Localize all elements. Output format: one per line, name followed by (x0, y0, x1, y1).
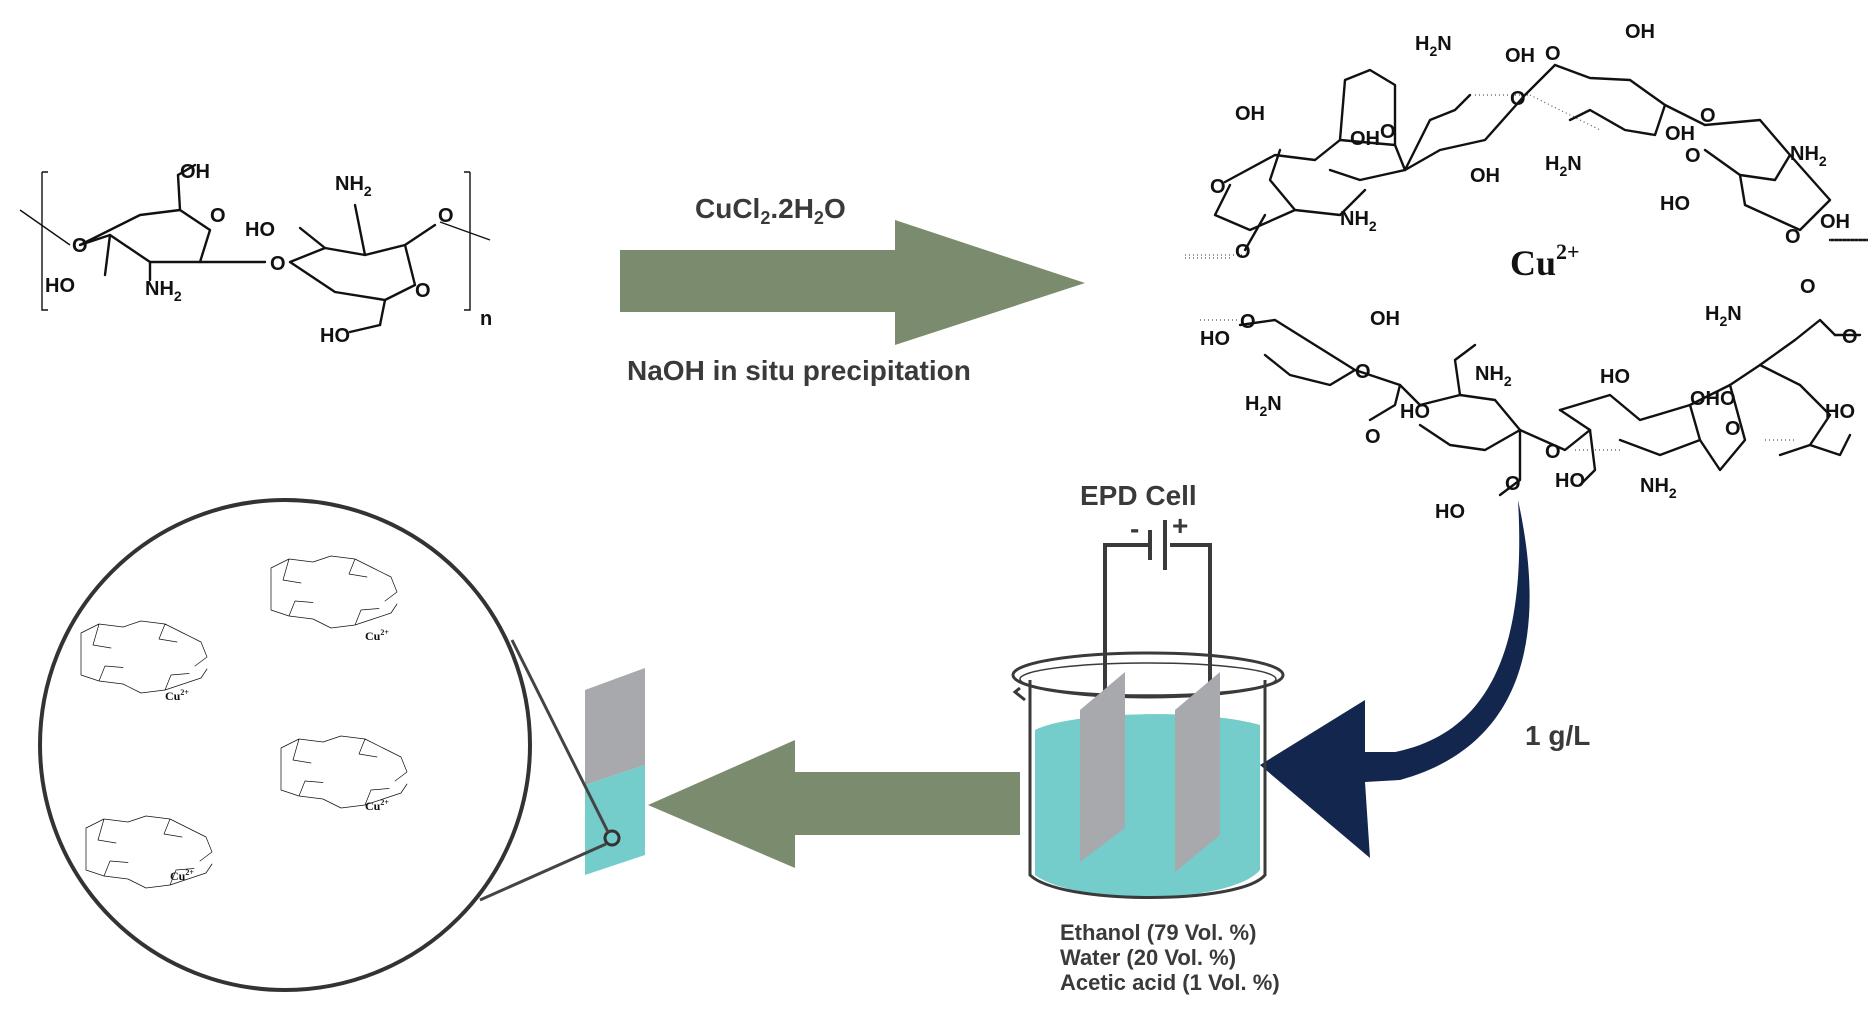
cx-ho-3: HO (1600, 366, 1630, 388)
solution (1035, 714, 1260, 897)
cx-oh-1: OH (1505, 45, 1535, 67)
green-arrow-left (648, 740, 1020, 868)
ring-o-c1: O (1545, 43, 1561, 65)
coated-substrate (585, 668, 645, 875)
glyco-o-left: O (72, 235, 88, 257)
left-bracket (41, 171, 48, 311)
beaker-rim (1011, 651, 1285, 699)
beaker-spout (1012, 686, 1026, 702)
cx-oh-2: OH (1625, 21, 1655, 43)
magnified-view: Cu2+ Cu2+ Cu2+ Cu2+ (38, 498, 610, 992)
chitosan-nh2-top: NH2 (335, 173, 372, 199)
cx-ho-2: HO (1200, 328, 1230, 350)
cx-oh-5: OH (1470, 165, 1500, 187)
magnifier-circle (38, 498, 532, 992)
ring-o-c5: O (1685, 145, 1701, 167)
ring-o-c14: O (1725, 418, 1741, 440)
cx-h2n-5: H2N (1245, 393, 1282, 419)
glyco-o-mid: O (270, 253, 286, 275)
electrode-left (1080, 672, 1125, 862)
ring-o-1: O (210, 205, 226, 227)
navy-curved-arrow: 1 g/L (1260, 500, 1590, 858)
cx-oh-4: OH (1350, 128, 1380, 150)
mini-complex-3 (280, 735, 408, 809)
beaker-outline (1028, 680, 1267, 899)
minus-label: - (1130, 513, 1139, 544)
mini-cu-label-2: Cu2+ (365, 628, 389, 643)
chitosan-structure: O O O O O OH NH2 HO HO NH2 HO n (19, 161, 492, 347)
right-bracket (464, 171, 471, 311)
cx-nh2-3: NH2 (1340, 208, 1377, 234)
ring-o-c11: O (1365, 426, 1381, 448)
cx-oh-6: OH (1665, 123, 1695, 145)
reagent-label: CuCl2.2H2O (695, 193, 846, 228)
svg-text:.: . (1548, 487, 1549, 489)
mini-complex-4 (85, 815, 213, 889)
cx-ho-7: HO (1825, 401, 1855, 423)
zoom-point (603, 829, 621, 847)
chitosan-ho-left: HO (45, 275, 75, 297)
ring-o-2: O (415, 280, 431, 302)
chitosan-oh-top: OH (180, 161, 210, 183)
ring-o-c8: O (1235, 241, 1251, 263)
chitosan-ho-bottom: HO (320, 325, 350, 347)
svg-text:.: . (1835, 244, 1836, 246)
ring-o-c15: O (1842, 326, 1858, 348)
mini-cu-label-3: Cu2+ (365, 798, 389, 813)
solvent-line-1: Ethanol (79 Vol. %) (1060, 920, 1256, 945)
chitosan-ho-mid: HO (245, 219, 275, 241)
substrate-bare (585, 668, 645, 785)
electrode-right (1175, 672, 1220, 872)
cx-h2n-6: H2N (1705, 303, 1742, 329)
mini-cu-label-4: Cu2+ (170, 868, 194, 883)
cx-oho: OHO (1690, 388, 1736, 410)
cu-ion-label: Cu2+ (1510, 239, 1580, 283)
cx-nh2-8: NH2 (1640, 475, 1677, 501)
cx-nh2-4: NH2 (1790, 143, 1827, 169)
solvent-line-2: Water (20 Vol. %) (1060, 945, 1236, 970)
cx-oh-7: OH (1820, 211, 1850, 233)
ring-o-c13: O (1545, 441, 1561, 463)
ring-o-c12: O (1505, 473, 1521, 495)
cx-h2n-2: H2N (1545, 153, 1582, 179)
ring-o-c2: O (1510, 88, 1526, 110)
cx-ho-1: HO (1660, 193, 1690, 215)
reaction-arrow: CuCl2.2H2O NaOH in situ precipitation (620, 193, 1085, 386)
ring-o-c4: O (1700, 105, 1716, 127)
mini-complex-2 (270, 555, 398, 629)
epd-cell: EPD Cell - + Ethanol (79 Vol. %) Water (… (1011, 480, 1285, 995)
ring-o-c10: O (1355, 361, 1371, 383)
repeat-n: n (480, 308, 492, 330)
cx-ho-4: HO (1400, 401, 1430, 423)
concentration-label: 1 g/L (1525, 720, 1590, 751)
cx-oh-3: OH (1235, 103, 1265, 125)
mini-cu-label-1: Cu2+ (165, 688, 189, 703)
glyco-o-right: O (438, 205, 454, 227)
mini-complex-1 (80, 620, 208, 694)
ring-o-c6: O (1785, 226, 1801, 248)
cx-ho-6: HO (1555, 470, 1585, 492)
solvent-line-3: Acetic acid (1 Vol. %) (1060, 970, 1280, 995)
cx-nh2-7: NH2 (1475, 363, 1512, 389)
ring-o-c7: O (1210, 176, 1226, 198)
chitosan-nh2-left: NH2 (145, 278, 182, 304)
ring-o-c3: O (1380, 121, 1396, 143)
cx-oh-8: OH (1370, 308, 1400, 330)
ring-o-c16: O (1800, 276, 1816, 298)
precipitation-label: NaOH in situ precipitation (627, 355, 971, 386)
epd-cell-title: EPD Cell (1080, 480, 1197, 511)
cx-h2n-1: H2N (1415, 33, 1452, 59)
ring-o-c9: O (1240, 311, 1256, 333)
cu-chitosan-complex: O O O . O O O O O . O O O O O O O O H2N … (1185, 21, 1868, 523)
plus-label: + (1172, 510, 1188, 541)
cx-ho-5: HO (1435, 501, 1465, 523)
green-arrow-right (620, 220, 1085, 345)
